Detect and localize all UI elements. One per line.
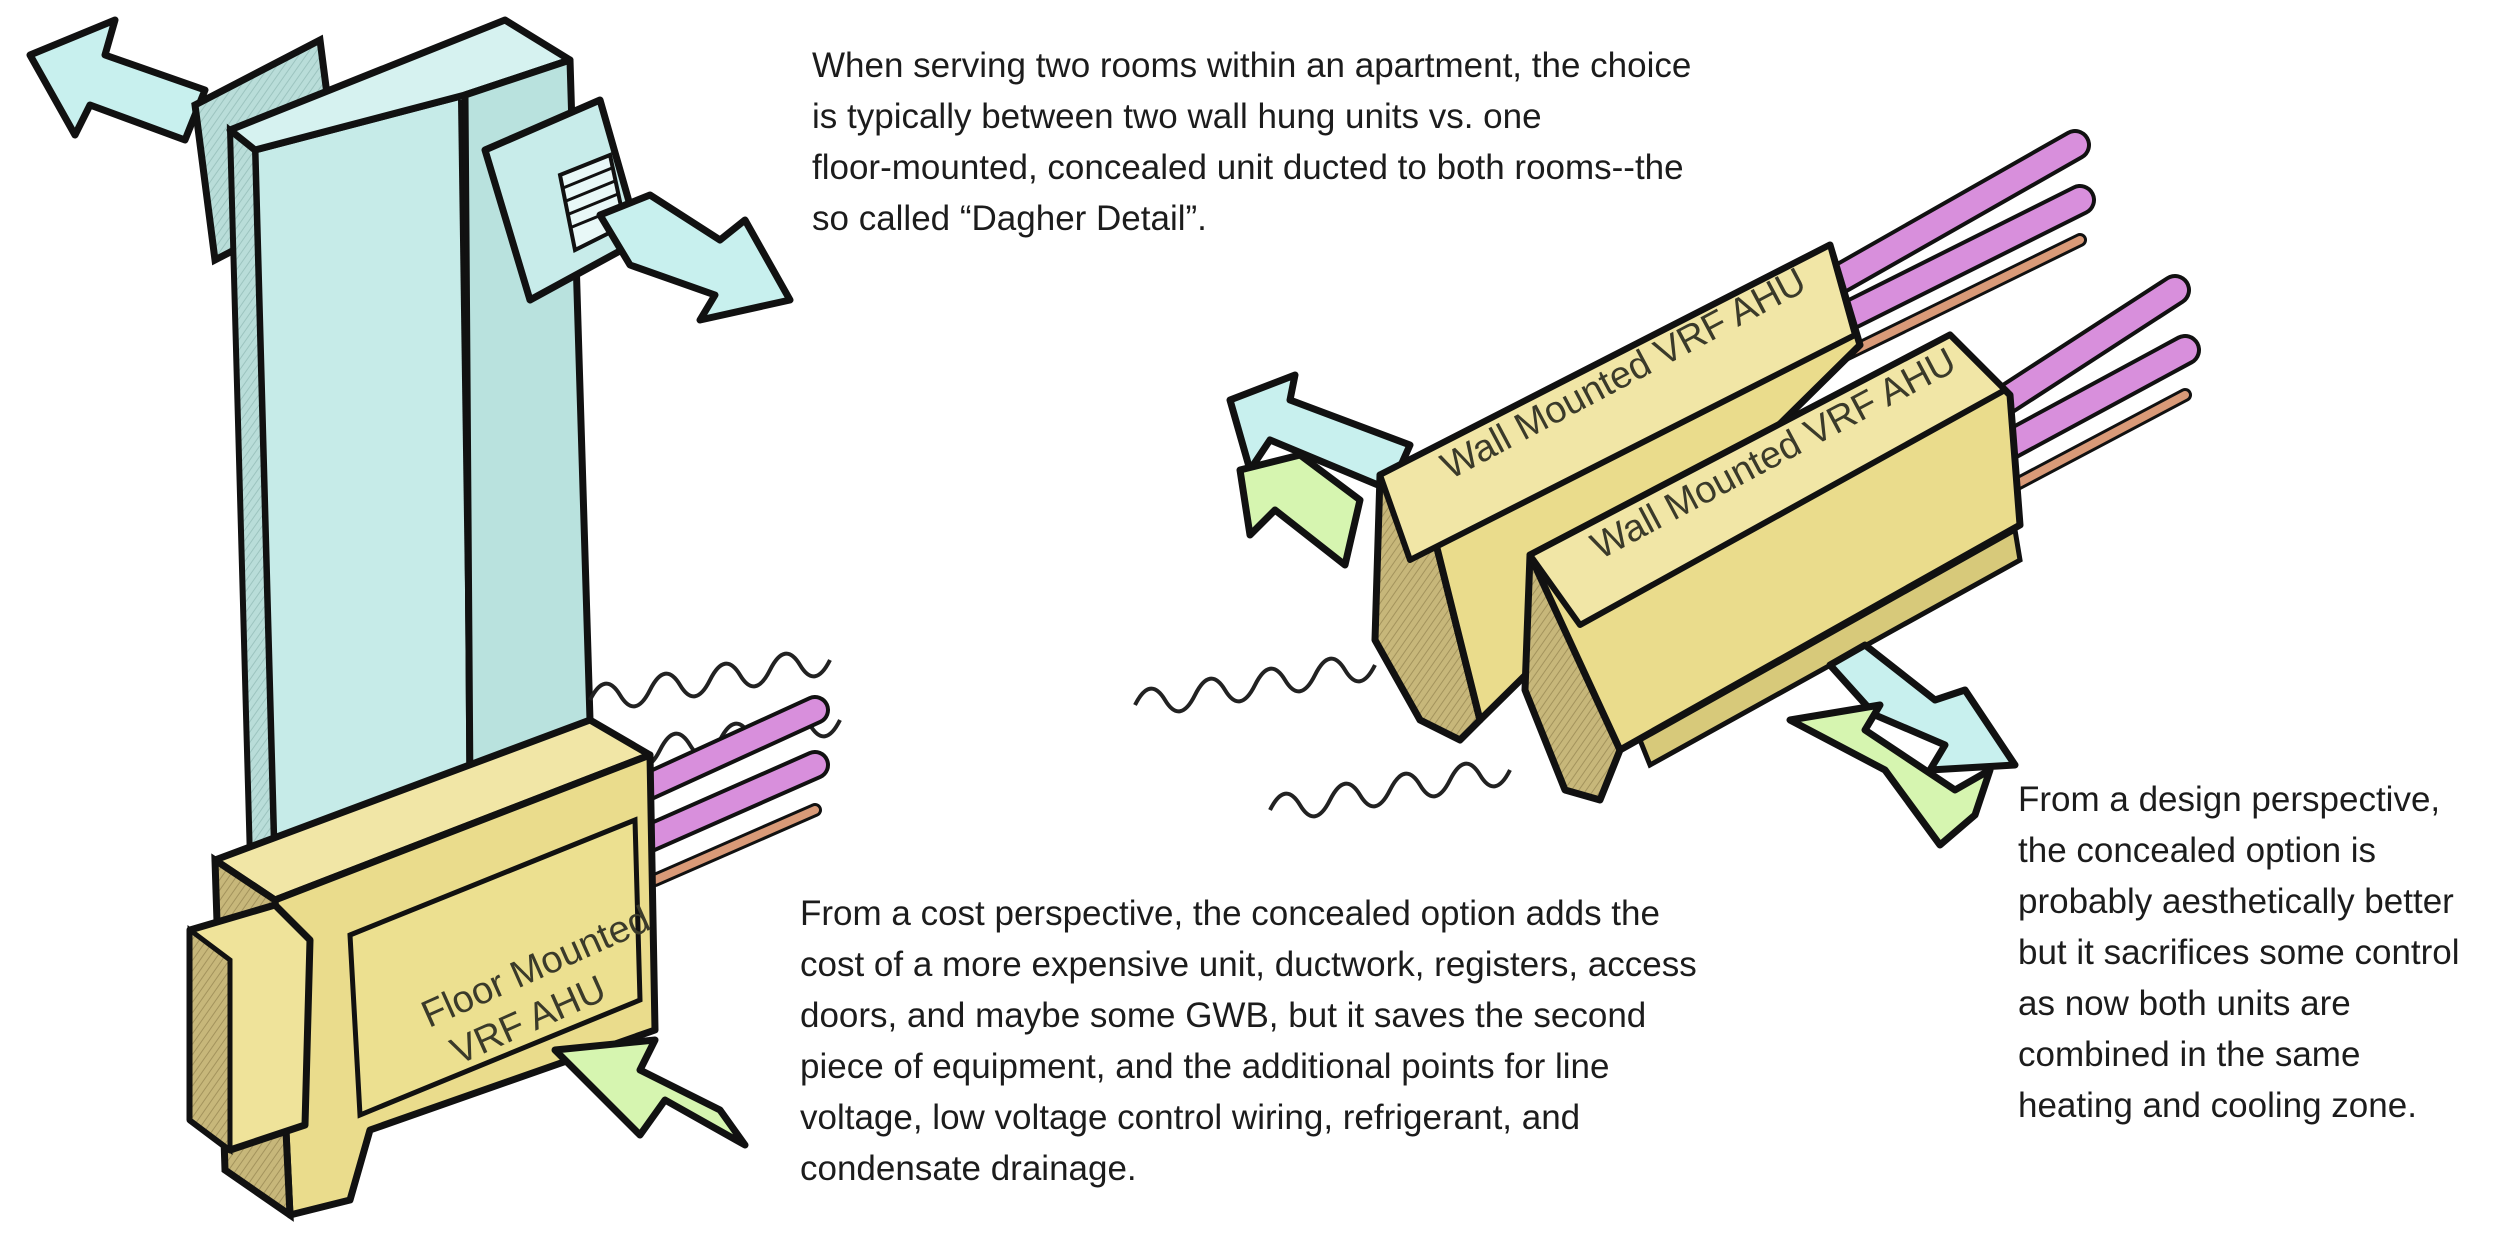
wall-unit-a-pipes [1804, 129, 2096, 362]
access-box-side [187, 925, 233, 1155]
heat-wave-1 [588, 651, 832, 709]
design-caption: From a design perspective, the concealed… [2018, 780, 2460, 1125]
supply-arrow-wall-bottom [1826, 641, 2019, 774]
wall-unit-a-top-face [1377, 242, 1858, 563]
heat-wave-wall-1 [1133, 656, 1377, 714]
supply-arrow-left [26, 16, 209, 144]
vertical-duct-front [251, 91, 474, 889]
floor-unit-pipes [625, 695, 830, 887]
wall-mounted-assembly: Wall Mounted VRF AHU Wall Mounted VRF AH… [1133, 129, 2201, 849]
wall-unit-b-pipes [1974, 274, 2201, 492]
floor-mounted-assembly: Floor Mounted VRF AHU [26, 16, 842, 1222]
return-arrow-wall [1236, 451, 1364, 569]
return-arrow-floor [551, 1036, 749, 1149]
floor-unit-panel [347, 816, 643, 1119]
intro-caption: When serving two rooms within an apartme… [812, 46, 1692, 238]
duct-seam [458, 99, 472, 801]
cost-caption: From a cost perspective, the concealed o… [800, 894, 1697, 1188]
wall-unit-b-top-face [1527, 332, 2008, 628]
heat-wave-wall-2 [1268, 761, 1512, 819]
wall-unit-b-vent [1636, 526, 2023, 769]
supply-arrow-right [596, 191, 794, 324]
return-arrow-wall-bottom [1786, 701, 1994, 849]
